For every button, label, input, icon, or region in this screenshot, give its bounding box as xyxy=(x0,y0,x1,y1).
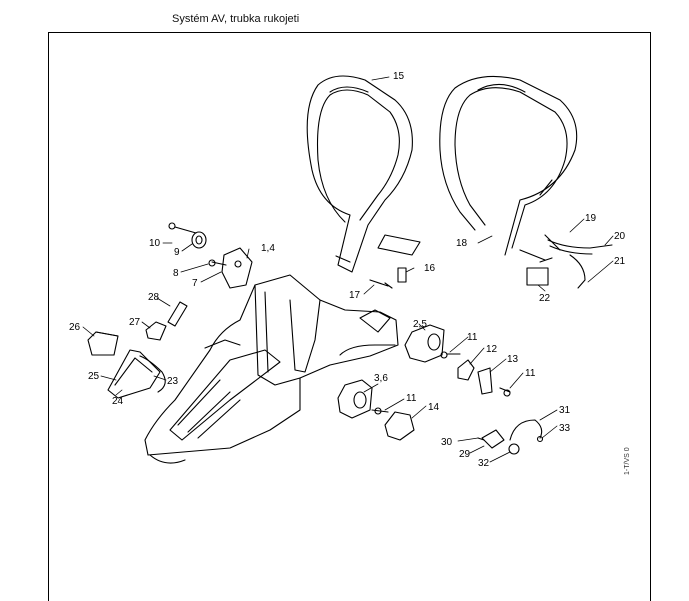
main-housing xyxy=(144,274,399,464)
header-rule xyxy=(48,32,650,33)
screw-11a xyxy=(440,351,461,359)
plug-14 xyxy=(384,411,415,441)
label-26: 26 xyxy=(69,322,81,333)
label-11b: 11 xyxy=(525,368,536,379)
label-1-4: 1,4 xyxy=(261,243,275,254)
label-20: 20 xyxy=(614,231,626,242)
label-33: 33 xyxy=(559,423,571,434)
label-2-5: 2,5 xyxy=(413,319,427,330)
part-28 xyxy=(167,301,188,327)
part-23-25 xyxy=(107,349,166,399)
label-24: 24 xyxy=(112,396,124,407)
part-29-33 xyxy=(477,419,544,455)
label-18: 18 xyxy=(456,238,468,249)
handle-bar-15 xyxy=(306,75,421,273)
label-27: 27 xyxy=(129,317,141,328)
label-16: 16 xyxy=(424,263,436,274)
label-8: 8 xyxy=(173,268,179,279)
part-27 xyxy=(145,321,167,341)
part-13 xyxy=(477,367,493,395)
label-32: 32 xyxy=(478,458,490,469)
label-21: 21 xyxy=(614,256,626,267)
left-border xyxy=(48,32,49,601)
label-17: 17 xyxy=(349,290,361,301)
label-31: 31 xyxy=(559,405,571,416)
label-23: 23 xyxy=(167,376,179,387)
screw-10 xyxy=(168,222,197,234)
label-25: 25 xyxy=(88,371,100,382)
label-11c: 11 xyxy=(406,393,417,404)
part-12 xyxy=(457,359,475,381)
page-title: Systém AV, trubka rukojeti xyxy=(172,13,300,25)
washer-9 xyxy=(191,231,207,249)
label-28: 28 xyxy=(148,292,160,303)
screw-11c xyxy=(371,407,389,415)
label-3-6: 3,6 xyxy=(374,373,388,384)
label-12: 12 xyxy=(486,344,498,355)
label-11a: 11 xyxy=(467,332,478,343)
part-1-4 xyxy=(211,247,253,289)
cables xyxy=(547,239,613,289)
bolt-16 xyxy=(397,267,407,283)
buffer-2-5 xyxy=(404,324,445,363)
right-border xyxy=(650,32,651,601)
bolt-17 xyxy=(369,279,393,289)
label-9: 9 xyxy=(174,247,180,258)
label-14: 14 xyxy=(428,402,440,413)
leader-lines xyxy=(82,76,614,463)
part-labels: 15 10 9 8 7 1,4 16 17 18 19 20 21 22 28 … xyxy=(69,71,626,469)
screw-11b xyxy=(499,387,511,397)
label-10: 10 xyxy=(149,238,161,249)
label-13: 13 xyxy=(507,354,519,365)
label-19: 19 xyxy=(585,213,597,224)
part-26 xyxy=(87,331,119,356)
label-22: 22 xyxy=(539,293,551,304)
label-29: 29 xyxy=(459,449,471,460)
label-30: 30 xyxy=(441,437,453,448)
label-15: 15 xyxy=(393,71,405,82)
label-7: 7 xyxy=(192,278,198,289)
buffer-3-6 xyxy=(337,379,373,419)
handle-bar-18 xyxy=(439,75,578,286)
